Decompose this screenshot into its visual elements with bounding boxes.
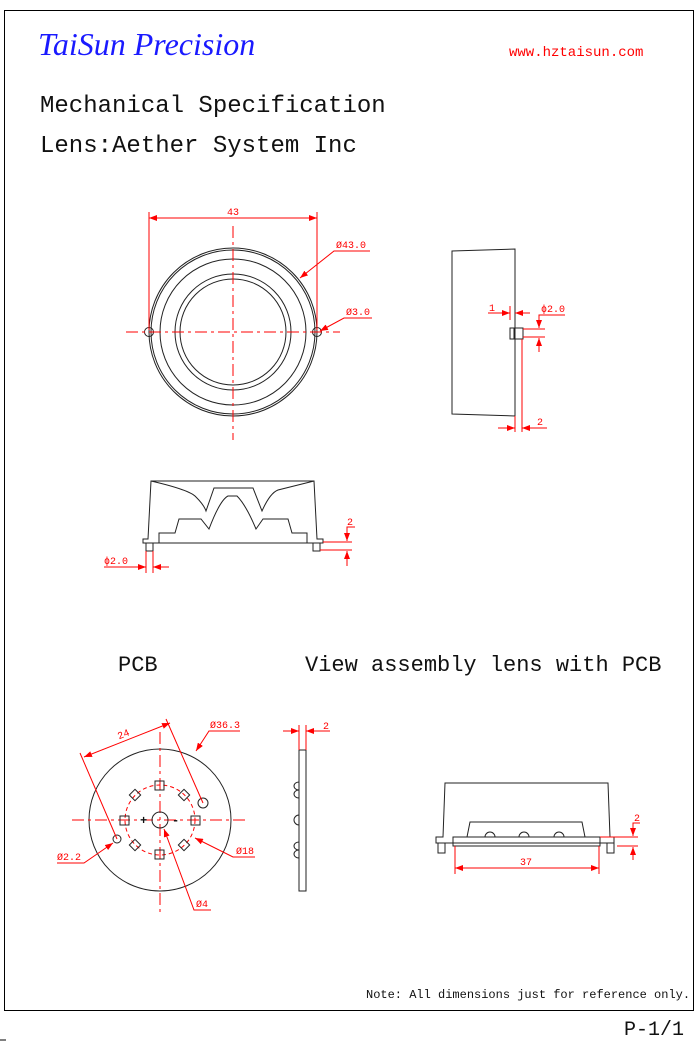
- brand-logo: TaiSun Precision: [38, 26, 255, 62]
- dim-gap: 2: [634, 814, 640, 825]
- pcb-heading: PCB: [118, 653, 158, 678]
- dim-board-diameter: Ø36.3: [210, 720, 240, 732]
- dim-peg-length: 2: [537, 418, 543, 429]
- dim-outer-diameter: Ø43.0: [336, 240, 366, 252]
- lens-section-view: ϕ2.0 2: [104, 480, 355, 573]
- dim-hole-spacing: 24: [116, 728, 131, 743]
- assembly-view: 37 2: [435, 782, 640, 874]
- polarity-plus: +: [140, 814, 147, 828]
- pcb-top-view: + - 24 Ø36.3 Ø2.2 Ø18 Ø4: [57, 718, 255, 912]
- dim-led-circle: Ø18: [236, 846, 254, 858]
- polarity-minus: -: [172, 814, 179, 828]
- dim-hole-diameter: Ø2.2: [57, 852, 81, 864]
- dim-thickness: 2: [323, 722, 329, 733]
- page-title: Mechanical Specification: [40, 93, 386, 120]
- lens-side-view: 1 ϕ2.0 2: [451, 248, 565, 432]
- dim-hole-diameter: Ø3.0: [346, 307, 370, 319]
- lens-top-view: 43 Ø43.0 Ø3.0: [126, 208, 372, 440]
- website-link[interactable]: www.hztaisun.com: [509, 45, 643, 61]
- lens-name: Lens:Aether System Inc: [40, 133, 357, 160]
- dim-pcb-width: 37: [520, 858, 532, 869]
- dim-offset: 1: [489, 304, 495, 315]
- dim-peg-height: 2: [347, 518, 353, 529]
- page-number: P-1/1: [624, 1019, 684, 1042]
- pcb-side-view: 2: [283, 722, 330, 892]
- dim-center-hole: Ø4: [196, 899, 208, 911]
- dim-peg-diameter: ϕ2.0: [541, 304, 565, 316]
- assembly-heading: View assembly lens with PCB: [305, 653, 661, 678]
- drawing-frame: [4, 10, 694, 1011]
- dim-width: 43: [227, 208, 239, 219]
- dim-peg-diameter: ϕ2.0: [104, 556, 128, 568]
- reference-note: Note: All dimensions just for reference …: [366, 988, 690, 1002]
